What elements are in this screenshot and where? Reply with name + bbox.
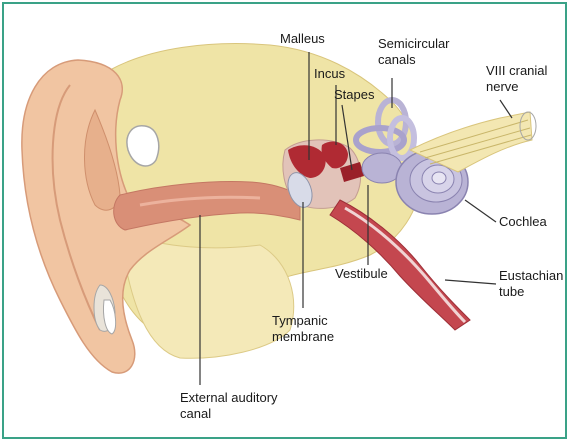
label-external-auditory-canal: External auditory canal xyxy=(180,390,278,422)
viii-nerve-leader xyxy=(500,100,512,118)
label-incus: Incus xyxy=(314,66,345,82)
label-semicircular-canals: Semicircular canals xyxy=(378,36,450,68)
cochlea-leader xyxy=(465,200,496,222)
label-stapes: Stapes xyxy=(334,87,374,103)
label-tympanic-membrane: Tympanic membrane xyxy=(272,313,334,345)
label-cochlea: Cochlea xyxy=(499,214,547,230)
label-malleus: Malleus xyxy=(280,31,325,47)
label-eustachian-tube: Eustachian tube xyxy=(499,268,563,300)
eustachian-tube-leader xyxy=(445,280,496,284)
label-viii-cranial-nerve: VIII cranial nerve xyxy=(486,63,547,95)
label-vestibule: Vestibule xyxy=(335,266,388,282)
